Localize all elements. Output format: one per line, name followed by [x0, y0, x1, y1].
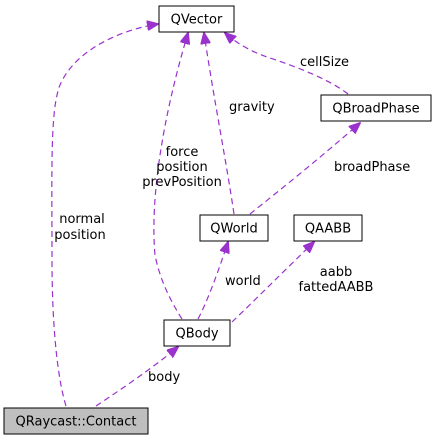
- edge-label-world: world: [225, 274, 261, 289]
- edge-label-fattedaabb: fattedAABB: [299, 280, 374, 295]
- edge-label-contact-position: position: [54, 228, 106, 243]
- node-qvector[interactable]: QVector: [158, 5, 235, 33]
- edge-label-aabb: aabb: [320, 265, 352, 280]
- edge-label-force: force: [166, 145, 199, 160]
- node-qbody-label: QBody: [175, 327, 218, 342]
- edge-label-position: position: [156, 160, 208, 175]
- edge-world: world: [197, 242, 261, 320]
- node-qaabb[interactable]: QAABB: [293, 214, 363, 242]
- node-qbroadphase-label: QBroadPhase: [332, 102, 419, 117]
- edge-gravity: gravity: [204, 33, 275, 215]
- edge-label-body: body: [148, 370, 180, 385]
- node-qworld[interactable]: QWorld: [199, 214, 269, 242]
- edge-body-vectors: force position prevPosition: [142, 33, 222, 320]
- node-qraycast-contact-label: QRaycast::Contact: [16, 415, 137, 430]
- edge-body: body: [95, 347, 180, 407]
- node-qaabb-label: QAABB: [305, 222, 351, 237]
- edge-aabb: aabb fattedAABB: [231, 242, 374, 323]
- node-qraycast-contact[interactable]: QRaycast::Contact: [3, 407, 149, 435]
- edge-label-broadphase: broadPhase: [334, 160, 410, 175]
- edge-label-normal: normal: [59, 212, 105, 227]
- edge-contact-vectors: normal position: [51, 24, 158, 407]
- edge-label-gravity: gravity: [229, 100, 275, 115]
- node-qbroadphase[interactable]: QBroadPhase: [320, 94, 432, 122]
- edge-label-prevposition: prevPosition: [142, 175, 222, 190]
- edge-label-cellsize: cellSize: [300, 55, 349, 70]
- edge-broadphase: broadPhase: [249, 123, 410, 215]
- edge-cellsize: cellSize: [225, 33, 349, 95]
- node-qvector-label: QVector: [171, 13, 223, 28]
- node-qworld-label: QWorld: [210, 222, 258, 237]
- node-qbody[interactable]: QBody: [163, 319, 231, 347]
